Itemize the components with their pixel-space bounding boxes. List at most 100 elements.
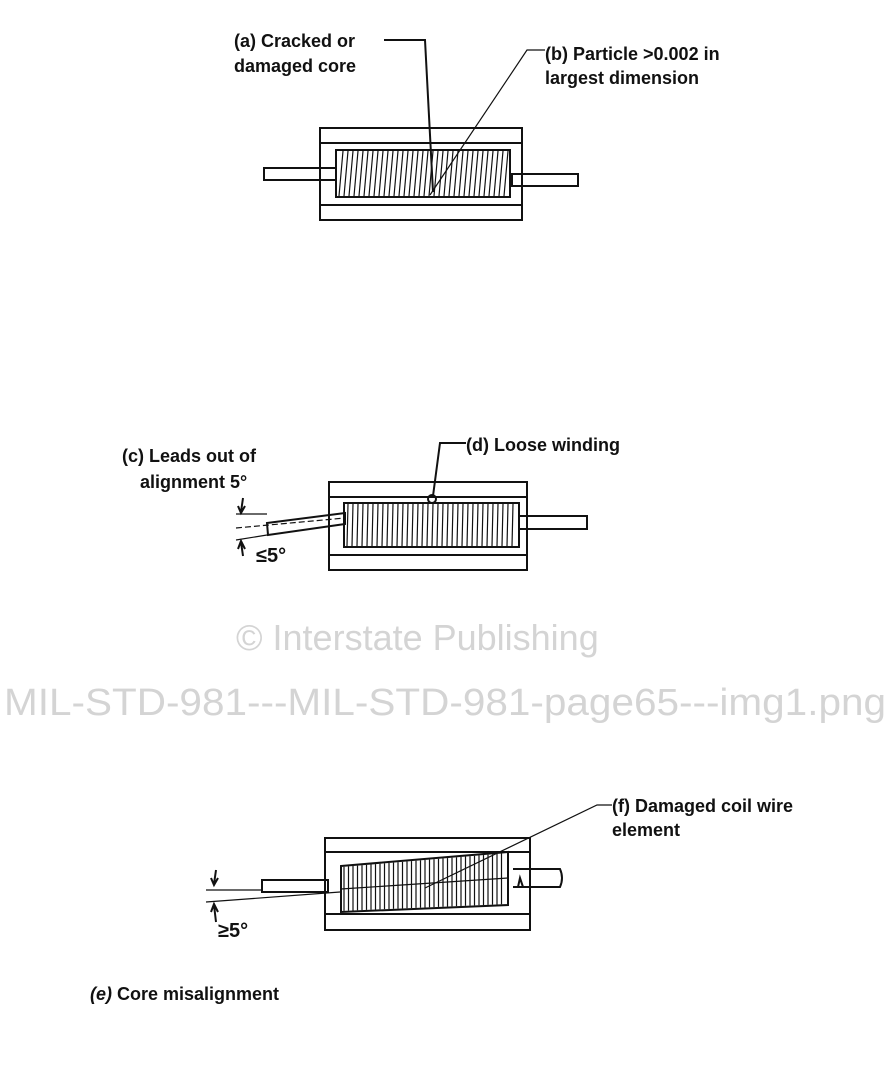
label-b-line1: (b) Particle >0.002 in	[545, 44, 720, 64]
tilted-coil-winding	[340, 850, 509, 914]
winding-line	[358, 150, 364, 197]
winding-line	[393, 150, 399, 197]
watermark-line1: © Interstate Publishing	[236, 617, 599, 658]
angle-label: ≤5°	[256, 545, 286, 567]
winding-line	[446, 503, 449, 547]
angle-arrow-top	[210, 869, 219, 888]
winding-line	[423, 150, 429, 197]
watermark-line2: MIL-STD-981---MIL-STD-981-page65---img1.…	[4, 682, 886, 724]
winding-line	[451, 503, 454, 547]
winding-line	[453, 150, 459, 197]
winding-line	[353, 150, 359, 197]
winding-line	[418, 150, 424, 197]
winding-line	[371, 503, 374, 547]
winding-line	[388, 150, 394, 197]
winding-hatch	[338, 150, 509, 197]
winding-line	[416, 503, 419, 547]
winding-line	[431, 503, 434, 547]
winding-line	[481, 503, 484, 547]
winding-line	[498, 150, 504, 197]
leader-a	[384, 39, 434, 193]
label-d: (d) Loose winding	[466, 435, 620, 455]
caption-prefix: (e)	[90, 984, 112, 1004]
winding-line	[381, 503, 384, 547]
winding-line	[403, 150, 409, 197]
winding-line	[373, 150, 379, 197]
winding-line	[493, 150, 499, 197]
winding-line	[428, 150, 434, 197]
outer-body	[324, 837, 531, 931]
label-b-line2: largest dimension	[545, 68, 699, 88]
winding-line	[386, 503, 389, 547]
label-a-line1: (a) Cracked or	[234, 31, 355, 51]
winding-line	[338, 150, 344, 197]
angle-label: ≥5°	[218, 920, 248, 942]
winding-line	[408, 150, 414, 197]
leader-d	[432, 442, 466, 497]
winding-line	[496, 503, 499, 547]
left-lead	[263, 167, 337, 181]
label-c-line1: (c) Leads out of	[122, 446, 257, 466]
winding-line	[398, 150, 404, 197]
loose-winding-marker	[427, 494, 437, 504]
winding-line	[433, 150, 439, 197]
misaligned-left-lead	[265, 511, 346, 537]
winding-line	[421, 503, 424, 547]
winding-line	[413, 150, 419, 197]
caption-e: (e) Core misalignment	[90, 984, 279, 1004]
right-lead	[518, 515, 588, 530]
leader-f	[424, 804, 612, 889]
label-c-line2: alignment 5°	[140, 472, 247, 492]
winding-line	[396, 503, 399, 547]
winding-line	[441, 503, 444, 547]
winding-line	[391, 503, 394, 547]
winding-line	[483, 150, 489, 197]
winding-line	[436, 503, 439, 547]
winding-line	[411, 503, 414, 547]
right-lead	[511, 173, 579, 187]
winding-line	[458, 150, 464, 197]
winding-line	[378, 150, 384, 197]
winding-line	[488, 150, 494, 197]
angle-arrow-top	[237, 497, 246, 516]
figure-2-inductor: (c) Leads out of alignment 5° (d) Loose …	[122, 435, 620, 571]
outer-body	[319, 127, 523, 221]
leader-b	[429, 49, 545, 196]
winding-line	[376, 503, 379, 547]
winding-line	[443, 150, 449, 197]
label-f-line1: (f) Damaged coil wire	[612, 796, 793, 816]
left-lead	[261, 879, 329, 893]
winding-line	[401, 503, 404, 547]
winding-line	[478, 150, 484, 197]
winding-line	[438, 150, 444, 197]
winding-line	[448, 150, 454, 197]
winding-line	[503, 150, 509, 197]
label-a-line2: damaged core	[234, 56, 356, 76]
winding-line	[471, 503, 474, 547]
figure-1-inductor: (a) Cracked or damaged core (b) Particle…	[234, 31, 720, 221]
winding-hatch	[346, 503, 514, 547]
outer-body	[328, 481, 528, 571]
winding-line	[461, 503, 464, 547]
winding-line	[486, 503, 489, 547]
right-lead-broken	[513, 868, 563, 888]
angle-arrow-bottom	[237, 538, 246, 557]
caption-text: Core misalignment	[112, 984, 279, 1004]
winding-line	[468, 150, 474, 197]
figure-3-inductor: (f) Damaged coil wire element ≥5° (e) Co…	[90, 796, 793, 1004]
winding-line	[363, 150, 369, 197]
winding-line	[511, 503, 514, 547]
coil-winding	[335, 149, 511, 198]
winding-line	[426, 503, 429, 547]
winding-line	[346, 503, 349, 547]
winding-line	[383, 150, 389, 197]
winding-line	[406, 503, 409, 547]
winding-line	[366, 503, 369, 547]
winding-line	[456, 503, 459, 547]
winding-line	[506, 503, 509, 547]
label-f-line2: element	[612, 820, 680, 840]
winding-line	[491, 503, 494, 547]
angle-arrow-bottom	[210, 901, 219, 923]
winding-line	[351, 503, 354, 547]
